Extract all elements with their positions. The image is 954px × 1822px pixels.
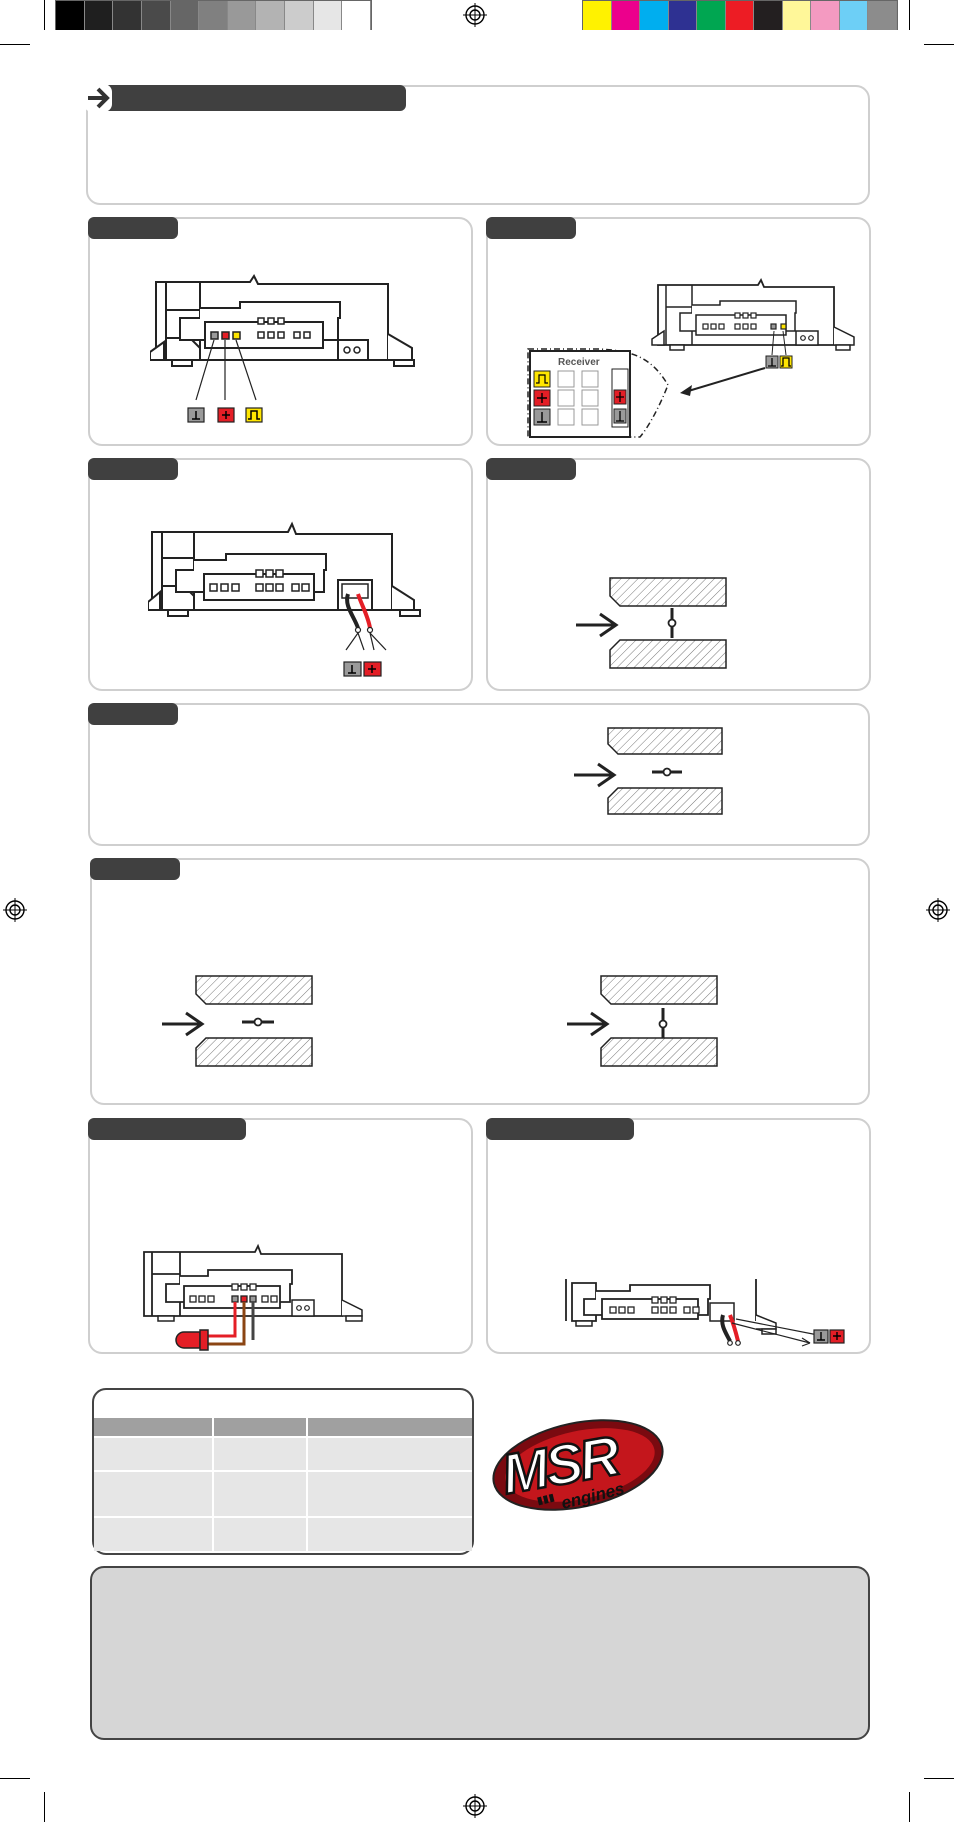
color-swatches (582, 0, 898, 30)
receiver-label: Receiver (558, 357, 600, 368)
color-swatch (611, 1, 641, 30)
crop-mark (44, 0, 45, 30)
registration-mark-bottom (463, 1794, 487, 1818)
color-swatch (285, 1, 314, 30)
step-tab-1 (88, 217, 178, 239)
color-swatch (227, 1, 257, 30)
crop-mark (0, 1778, 30, 1779)
color-swatch (868, 1, 897, 30)
crop-mark (909, 0, 910, 30)
color-swatch (313, 1, 343, 30)
color-swatch (782, 1, 812, 30)
receiver-wiring-diagram: Receiver (527, 278, 855, 438)
step-tab-5 (88, 703, 178, 725)
step-card-5 (88, 703, 870, 846)
crop-mark (0, 44, 30, 45)
color-swatch (256, 1, 286, 30)
color-swatch (725, 1, 755, 30)
color-swatch (697, 1, 726, 30)
valve-diagram-closed (574, 727, 723, 815)
color-swatch (640, 1, 669, 30)
color-swatch (56, 1, 85, 30)
color-swatch (84, 1, 114, 30)
step-tab-4 (486, 458, 576, 480)
spec-table-divider (212, 1418, 214, 1551)
crop-mark (924, 44, 954, 45)
intro-tab (86, 85, 406, 111)
spec-table (94, 1418, 472, 1553)
valve-diagram-left (162, 975, 313, 1067)
engine-diagram-led (143, 1243, 363, 1351)
color-swatch (342, 1, 371, 30)
color-swatch (754, 1, 783, 30)
color-swatch (170, 1, 200, 30)
valve-diagram-right (567, 975, 718, 1067)
step-tab-3 (88, 458, 178, 480)
step-tab-7 (88, 1118, 246, 1140)
registration-mark-top (463, 3, 487, 27)
msr-engines-logo: MSR engines (492, 1419, 664, 1513)
color-swatch (583, 1, 612, 30)
crop-mark (924, 1778, 954, 1779)
registration-mark-left (3, 898, 27, 922)
valve-diagram-open (576, 577, 727, 669)
spec-table-header (94, 1418, 472, 1436)
spec-table-divider (306, 1418, 308, 1551)
color-bar (55, 0, 917, 30)
spec-table-row (94, 1438, 472, 1470)
color-swatch (199, 1, 228, 30)
color-swatch (668, 1, 698, 30)
spec-table-row (94, 1472, 472, 1516)
engine-diagram-power-leads (148, 521, 421, 677)
color-swatch (811, 1, 840, 30)
spec-table-row (94, 1518, 472, 1551)
engine-diagram-signal-pins (150, 274, 415, 423)
registration-mark-right (926, 898, 950, 922)
step-tab-6 (90, 858, 180, 880)
engine-diagram-ground-leads (565, 1279, 845, 1347)
info-box (90, 1566, 870, 1740)
color-swatch (141, 1, 171, 30)
color-swatch (113, 1, 142, 30)
arrow-right-icon (84, 84, 112, 112)
gray-swatches (55, 0, 372, 30)
crop-mark (44, 1792, 45, 1822)
step-tab-8 (486, 1118, 634, 1140)
step-tab-2 (486, 217, 576, 239)
crop-mark (909, 1792, 910, 1822)
color-swatch (839, 1, 869, 30)
